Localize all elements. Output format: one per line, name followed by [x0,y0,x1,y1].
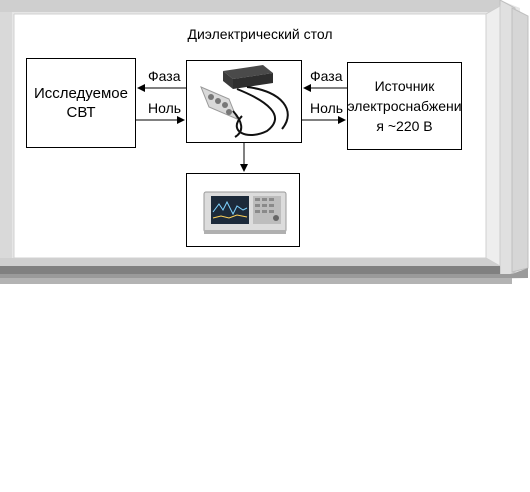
lisn-block [186,60,302,143]
power-source-block: Источник электроснабжени я ~220 В [347,62,462,150]
diagram-title: Диэлектрический стол [187,26,333,42]
device-under-test-block: Исследуемое СВТ [26,58,136,148]
right-phase-label: Фаза [310,68,343,84]
analyzer-block [186,173,300,247]
left-neutral-label: Ноль [148,100,182,116]
power-source-label: Источник электроснабжени я ~220 В [347,78,462,134]
left-phase-label: Фаза [148,68,181,84]
lisn-device-image [200,65,289,138]
right-neutral-label: Ноль [310,100,344,116]
device-under-test-label: Исследуемое СВТ [34,85,128,121]
spectrum-analyzer-image [203,191,287,234]
